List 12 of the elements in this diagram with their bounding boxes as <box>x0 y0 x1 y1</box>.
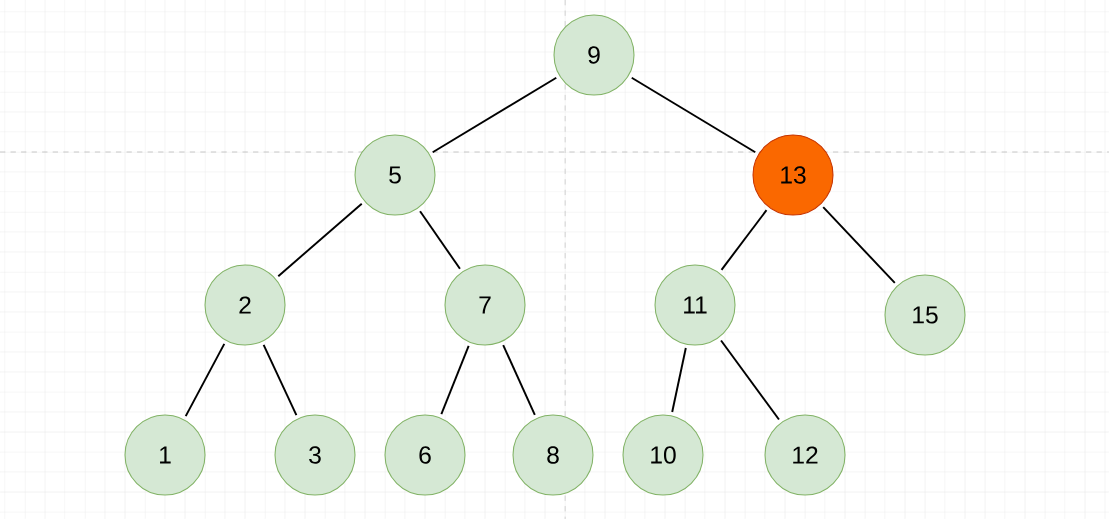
tree-edge <box>502 344 536 416</box>
tree-edge <box>630 76 757 154</box>
tree-edge <box>720 339 780 421</box>
tree-edge <box>671 347 687 413</box>
tree-edge <box>431 76 558 154</box>
tree-edge <box>184 342 226 418</box>
tree-edge <box>720 209 768 271</box>
tree-edge <box>822 206 896 284</box>
tree-edge <box>262 343 298 417</box>
tree-edge <box>440 344 470 416</box>
tree-edge <box>419 210 461 270</box>
tree-edge <box>277 202 363 278</box>
